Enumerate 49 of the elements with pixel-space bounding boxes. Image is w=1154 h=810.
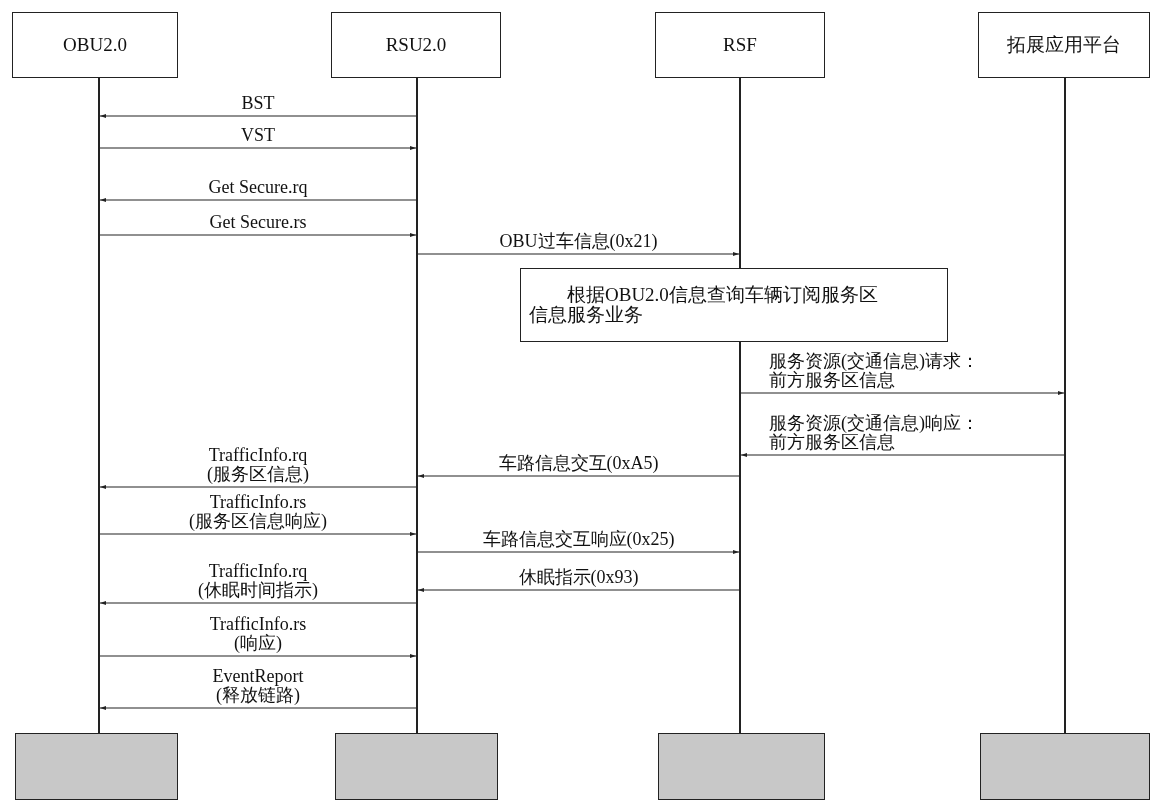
message-label: Get Secure.rq — [207, 178, 309, 197]
participant-label: RSF — [723, 34, 757, 56]
message-label: 服务资源(交通信息)请求：前方服务区信息 — [769, 352, 980, 390]
note-box — [520, 268, 948, 342]
lifeline-end-box — [658, 733, 825, 800]
message-arrow — [99, 232, 417, 238]
lifeline-end-box — [980, 733, 1150, 800]
message-arrow — [99, 531, 417, 537]
message-arrow — [417, 251, 740, 257]
lifeline-end-box — [335, 733, 498, 800]
lifeline — [98, 78, 100, 733]
message-label: 休眠指示(0x93) — [517, 568, 640, 587]
participant-label: RSU2.0 — [385, 34, 447, 56]
participant-box — [655, 12, 825, 78]
lifeline-end-box — [15, 733, 178, 800]
note-text: 根据OBU2.0信息查询车辆订阅服务区信息服务业务 — [529, 285, 879, 325]
participant-label: OBU2.0 — [63, 34, 127, 56]
message-label: 服务资源(交通信息)响应：前方服务区信息 — [769, 414, 980, 452]
message-arrow — [99, 705, 417, 711]
participant-box — [978, 12, 1150, 78]
lifeline — [1064, 78, 1066, 733]
message-arrow — [99, 600, 417, 606]
message-arrow — [99, 484, 417, 490]
message-label: Get Secure.rs — [208, 213, 308, 232]
message-label: EventReport (释放链路) — [211, 667, 305, 705]
message-arrow — [417, 473, 740, 479]
message-arrow — [99, 197, 417, 203]
message-label: VST — [240, 126, 276, 145]
message-label: BST — [240, 94, 276, 113]
lifeline — [416, 78, 418, 733]
participant-box — [12, 12, 178, 78]
message-arrow — [99, 145, 417, 151]
lifeline — [739, 78, 741, 268]
message-label: OBU过车信息(0x21) — [498, 232, 659, 251]
message-label: TrafficInfo.rq (休眠时间指示) — [197, 562, 319, 600]
participant-label: 拓展应用平台 — [1007, 34, 1121, 56]
participant-box — [331, 12, 501, 78]
message-arrow — [740, 452, 1065, 458]
message-label: 车路信息交互响应(0x25) — [481, 530, 676, 549]
message-arrow — [740, 390, 1065, 396]
message-label: TrafficInfo.rq (服务区信息) — [206, 446, 310, 484]
message-arrow — [99, 113, 417, 119]
lifeline — [739, 342, 741, 733]
message-label: 车路信息交互(0xA5) — [497, 454, 660, 473]
message-arrow — [417, 549, 740, 555]
message-label: TrafficInfo.rs (响应) — [208, 615, 308, 653]
message-label: TrafficInfo.rs (服务区信息响应) — [188, 493, 328, 531]
message-arrow — [99, 653, 417, 659]
message-arrow — [417, 587, 740, 593]
